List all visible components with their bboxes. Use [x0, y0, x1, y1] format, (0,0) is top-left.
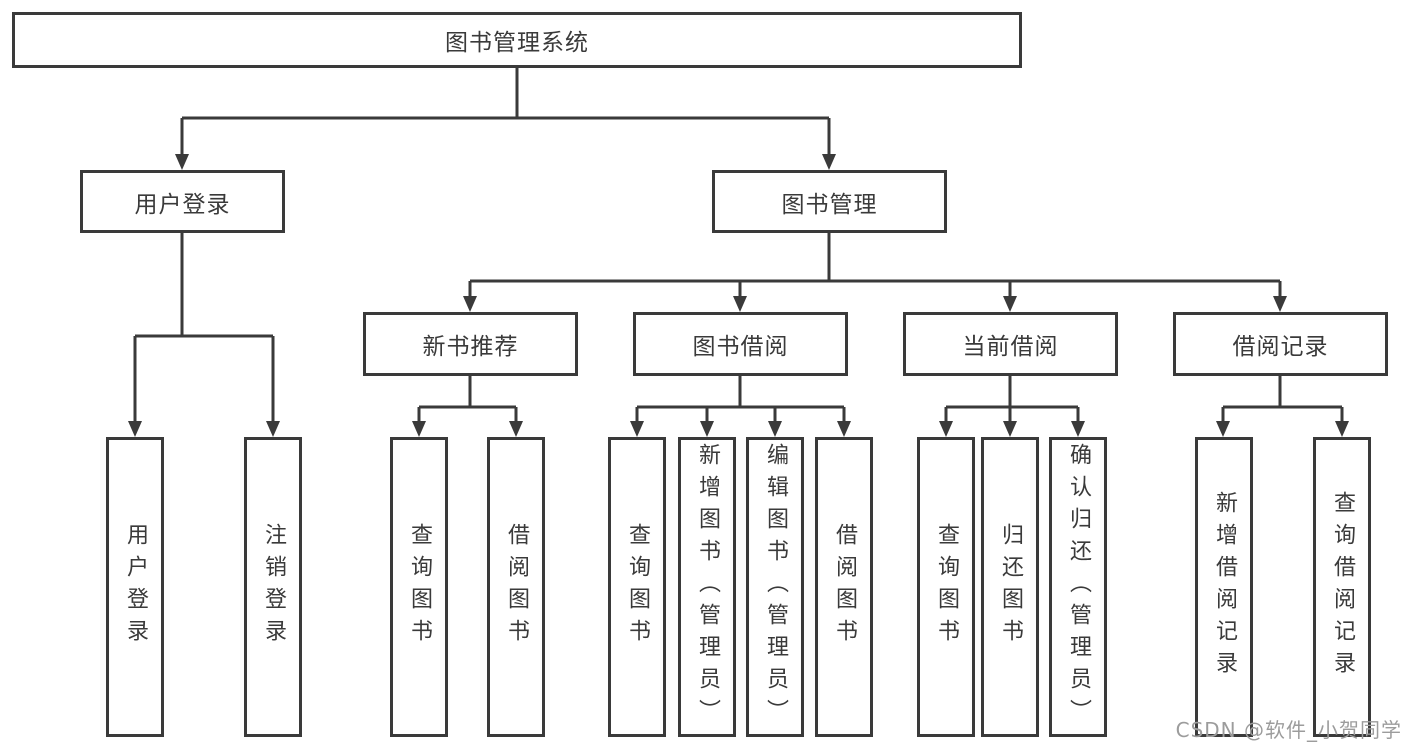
node-leaf-query-books-2: 查询图书 — [608, 437, 666, 737]
node-leaf-add-borrow-record-label: 新增借阅记录 — [1212, 491, 1237, 683]
node-book-borrow-label: 图书借阅 — [692, 334, 789, 360]
node-leaf-add-borrow-record: 新增借阅记录 — [1195, 437, 1253, 737]
node-leaf-logout: 注销登录 — [244, 437, 302, 737]
node-leaf-query-borrow-record-label: 查询借阅记录 — [1330, 491, 1355, 683]
node-leaf-confirm-return-admin: 确认归还（管理员） — [1049, 437, 1107, 737]
node-leaf-user-login-label: 用户登录 — [123, 523, 148, 651]
node-leaf-return-book: 归还图书 — [981, 437, 1039, 737]
node-leaf-borrow-books-2: 借阅图书 — [815, 437, 873, 737]
node-leaf-edit-book-admin-label: 编辑图书（管理员） — [763, 443, 788, 731]
node-leaf-user-login: 用户登录 — [106, 437, 164, 737]
node-root: 图书管理系统 — [12, 12, 1022, 68]
node-new-book-recommend: 新书推荐 — [363, 312, 578, 376]
node-leaf-add-book-admin-label: 新增图书（管理员） — [695, 443, 720, 731]
node-book-borrow: 图书借阅 — [633, 312, 848, 376]
node-leaf-query-books-3-label: 查询图书 — [934, 523, 959, 651]
node-root-label: 图书管理系统 — [445, 30, 589, 56]
node-user-login-label: 用户登录 — [134, 191, 231, 218]
node-current-borrow-label: 当前借阅 — [962, 334, 1059, 360]
node-leaf-query-borrow-record: 查询借阅记录 — [1313, 437, 1371, 737]
node-leaf-edit-book-admin: 编辑图书（管理员） — [746, 437, 804, 737]
node-book-management-label: 图书管理 — [781, 191, 878, 218]
node-user-login: 用户登录 — [80, 170, 285, 233]
node-leaf-query-books-3: 查询图书 — [917, 437, 975, 737]
watermark: CSDN @软件_小贺同学 — [1175, 718, 1402, 742]
node-leaf-borrow-books-1-label: 借阅图书 — [504, 523, 529, 651]
node-leaf-query-books-1-label: 查询图书 — [407, 523, 432, 651]
node-borrow-records-label: 借阅记录 — [1232, 334, 1329, 360]
node-leaf-return-book-label: 归还图书 — [998, 523, 1023, 651]
node-leaf-logout-label: 注销登录 — [261, 523, 286, 651]
node-borrow-records: 借阅记录 — [1173, 312, 1388, 376]
node-leaf-confirm-return-admin-label: 确认归还（管理员） — [1066, 443, 1091, 731]
node-new-book-recommend-label: 新书推荐 — [422, 334, 519, 360]
node-current-borrow: 当前借阅 — [903, 312, 1118, 376]
node-leaf-borrow-books-1: 借阅图书 — [487, 437, 545, 737]
node-leaf-query-books-2-label: 查询图书 — [625, 523, 650, 651]
node-leaf-borrow-books-2-label: 借阅图书 — [832, 523, 857, 651]
node-leaf-query-books-1: 查询图书 — [390, 437, 448, 737]
node-book-management: 图书管理 — [712, 170, 947, 233]
node-leaf-add-book-admin: 新增图书（管理员） — [678, 437, 736, 737]
